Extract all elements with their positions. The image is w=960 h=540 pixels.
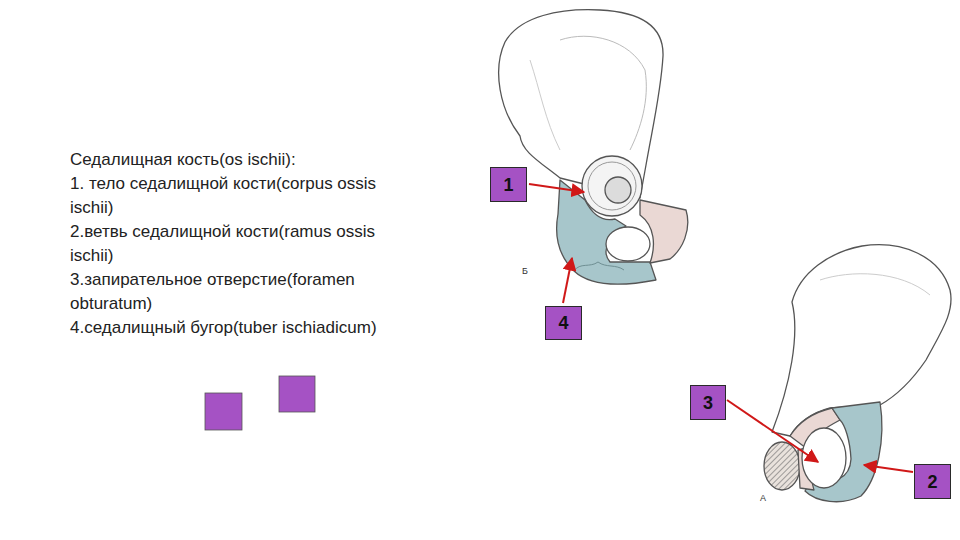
callout-number: 3: [703, 393, 713, 413]
leader-arrow: [727, 400, 818, 462]
leader-arrow: [864, 465, 913, 472]
callout-number: 1: [503, 175, 513, 195]
leader-arrow: [529, 184, 584, 192]
description-text: 4.седалищный бугор(tuber ischiadicum): [70, 316, 390, 340]
leader-arrow: [563, 258, 572, 303]
purple-square: [279, 376, 315, 412]
text-column: Седалищная кость(os ischii):1. тело седа…: [70, 148, 390, 340]
callout-box: 3: [690, 385, 726, 420]
purple-square: [205, 393, 242, 430]
description-text: 3.запирательное отверстие(foramen obtura…: [70, 268, 390, 316]
callout-number: 2: [927, 472, 937, 492]
leader-arrows: [529, 184, 913, 472]
description-text: 1. тело седалищной кости(corpus ossis is…: [70, 172, 390, 220]
figure-letter: Б: [522, 266, 528, 276]
hip-bone-a: [764, 245, 951, 502]
figure-letter: А: [760, 493, 766, 503]
title: Седалищная кость(os ischii):: [70, 148, 390, 172]
hip-bone-b: [499, 10, 688, 284]
callout-box: 1: [490, 167, 527, 202]
callout-box: 2: [914, 464, 951, 499]
callout-box: 4: [545, 306, 582, 340]
callout-number: 4: [558, 313, 568, 333]
description-text: 2.ветвь седалищной кости(ramus ossis isc…: [70, 220, 390, 268]
